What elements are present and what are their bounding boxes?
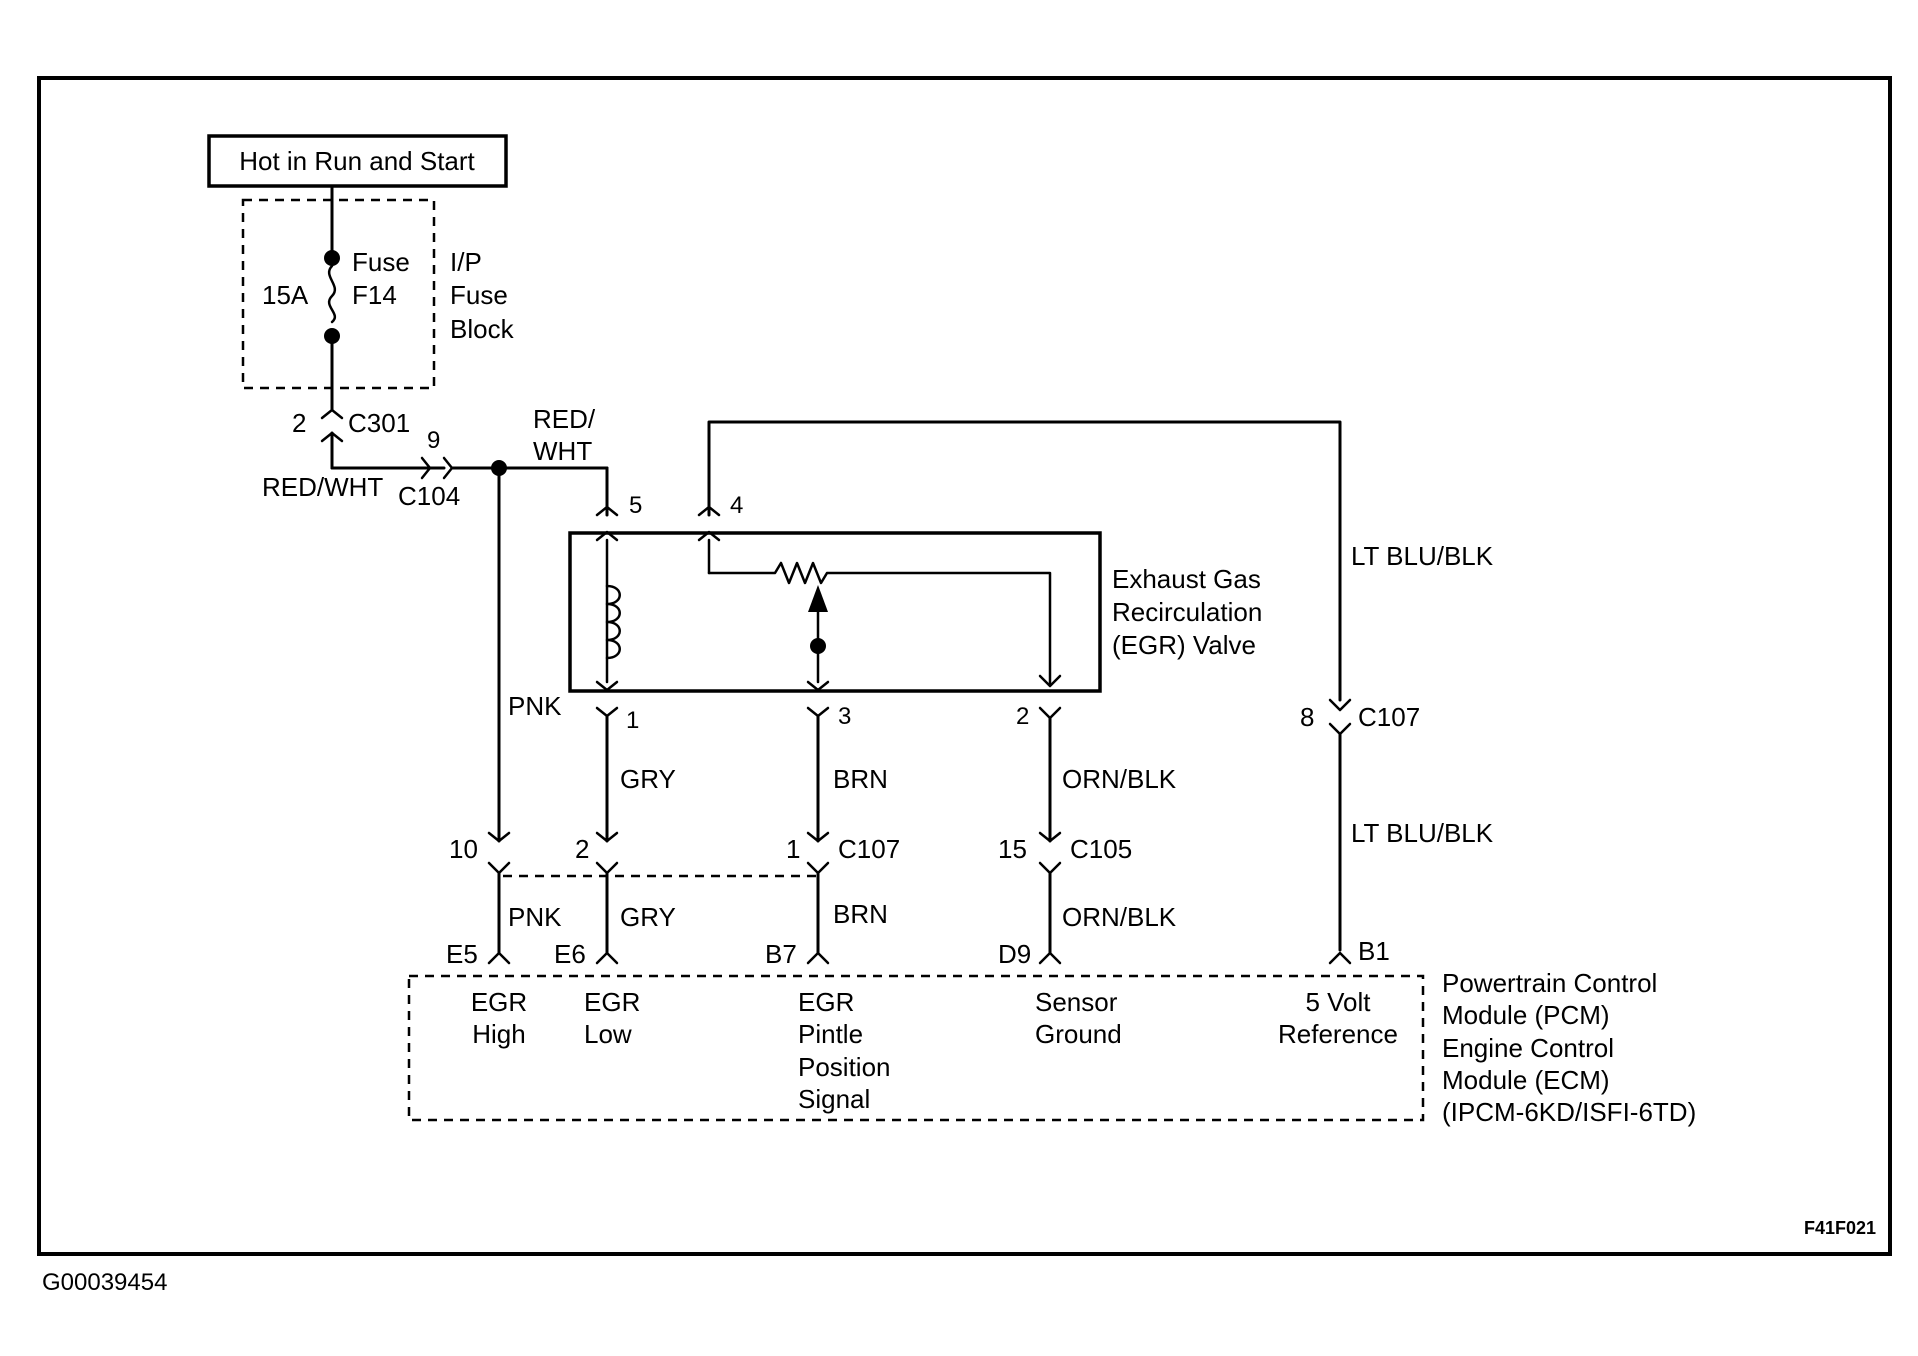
power-source-label: Hot in Run and Start [239, 146, 475, 176]
connector-c107-bottom [487, 861, 830, 878]
c107-pin1: 1 [786, 834, 800, 864]
fuse-name-line1: Fuse [352, 247, 410, 277]
egr-solenoid-coil [595, 538, 621, 692]
egr-valve-label-line2: Recirculation [1112, 597, 1262, 627]
pcm-pin-b1: B1 [1358, 936, 1390, 966]
wire-red-wht-top-label-1: RED/ [533, 404, 596, 434]
pcm-pin-connectors [487, 951, 1352, 965]
c104-label: C104 [398, 481, 460, 511]
wire-lt-blu-blk-upper [707, 420, 1342, 702]
pcm-module-outline [407, 974, 1425, 1122]
pcm-signal-pintle-4: Signal [798, 1084, 870, 1114]
egr-pin1-label: 1 [626, 707, 639, 734]
image-code: G00039454 [42, 1269, 167, 1296]
egr-pin2-label: 2 [1016, 703, 1029, 730]
diagram-frame [37, 76, 1892, 1256]
wire-lt-blu-blk-upper-label: LT BLU/BLK [1351, 541, 1494, 571]
egr-valve-label-line3: (EGR) Valve [1112, 630, 1256, 660]
wire-gry-upper-label: GRY [620, 764, 676, 794]
wire-brn-lower-label: BRN [833, 899, 888, 929]
c107-pin8: 8 [1300, 702, 1314, 732]
egr-pin4-label: 4 [730, 492, 743, 519]
pcm-signal-ground-1: Sensor [1035, 987, 1118, 1017]
pcm-pin-e6: E6 [554, 939, 586, 969]
pcm-signal-pintle-2: Pintle [798, 1019, 863, 1049]
pcm-signal-egr-low-1: EGR [584, 987, 640, 1017]
pcm-signal-ref-1: 5 Volt [1305, 987, 1371, 1017]
wire-red-wht-left-label: RED/WHT [262, 472, 383, 502]
egr-pin3-label: 3 [838, 703, 851, 730]
egr-pin5-label: 5 [629, 492, 642, 519]
wire-pnk-upper-label: PNK [508, 691, 562, 721]
c104-pin: 9 [427, 427, 440, 454]
module-label-line5: (IPCM-6KD/ISFI-6TD) [1442, 1097, 1696, 1127]
egr-valve-body [568, 531, 1102, 693]
pcm-pin-b7: B7 [765, 939, 797, 969]
wire-red-wht-top-label-2: WHT [533, 436, 592, 466]
c105-label: C105 [1070, 834, 1132, 864]
connector-c301 [320, 408, 344, 470]
figure-code: F41F021 [1804, 1218, 1876, 1238]
fuse-block-outline [241, 198, 436, 390]
fuse-block-label-line1: I/P [450, 247, 482, 277]
wire-orn-blk-upper-label: ORN/BLK [1062, 764, 1177, 794]
pcm-signal-ref-2: Reference [1278, 1019, 1398, 1049]
wire-brn-upper-label: BRN [833, 764, 888, 794]
pcm-pin-d9: D9 [998, 939, 1031, 969]
pcm-signal-pintle-3: Position [798, 1052, 891, 1082]
wire-lt-blu-blk-lower-label: LT BLU/BLK [1351, 818, 1494, 848]
connector-c107-pin8 [1328, 698, 1352, 952]
module-label-line3: Engine Control [1442, 1033, 1614, 1063]
fuse-name-line2: F14 [352, 280, 397, 310]
module-label-line4: Module (ECM) [1442, 1065, 1610, 1095]
wire-orn-blk-lower-label: ORN/BLK [1062, 902, 1177, 932]
fuse-block-label-line3: Block [450, 314, 515, 344]
module-label-line2: Module (PCM) [1442, 1000, 1610, 1030]
egr-position-sensor [707, 538, 1062, 692]
wire-pnk-lower-label: PNK [508, 902, 562, 932]
fuse-f14 [324, 184, 340, 412]
c105-pin15: 15 [998, 834, 1027, 864]
egr-valve-label-line1: Exhaust Gas [1112, 564, 1261, 594]
power-source-box: Hot in Run and Start [207, 134, 508, 188]
pcm-signal-egr-high-1: EGR [471, 987, 527, 1017]
c107-pin2: 2 [575, 834, 589, 864]
fuse-block-label-line2: Fuse [450, 280, 508, 310]
pcm-signal-ground-2: Ground [1035, 1019, 1122, 1049]
c301-label: C301 [348, 408, 410, 438]
module-label-line1: Powertrain Control [1442, 968, 1657, 998]
pcm-pin-e5: E5 [446, 939, 478, 969]
wire-gry-lower-label: GRY [620, 902, 676, 932]
pcm-signal-pintle-1: EGR [798, 987, 854, 1017]
pcm-signal-egr-low-2: Low [584, 1019, 632, 1049]
c107-pin10: 10 [449, 834, 478, 864]
c301-pin: 2 [292, 408, 306, 438]
pcm-signal-egr-high-2: High [472, 1019, 525, 1049]
fuse-rating: 15A [262, 280, 309, 310]
c107-bottom-label: C107 [838, 834, 900, 864]
c107-top-label: C107 [1358, 702, 1420, 732]
